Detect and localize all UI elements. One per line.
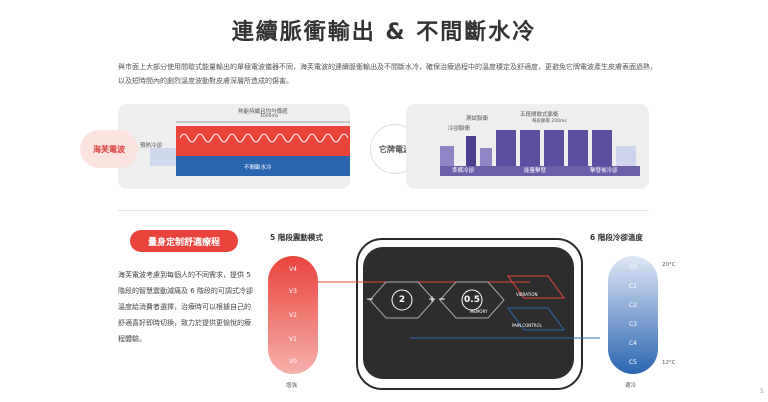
vibration-title: 5 階段震動模式 bbox=[270, 233, 323, 242]
continuous-pulse-graphic bbox=[150, 121, 350, 176]
intermittent-pulse-graphic bbox=[440, 130, 640, 176]
post-cooling-label: 擊發後冷卻 bbox=[590, 168, 618, 174]
vibration-label: VIBRATION bbox=[516, 292, 538, 297]
prep-cooling-label: 準備冷卻 bbox=[452, 168, 475, 174]
page-title: 連續脈衝輸出 & 不間斷水冷 bbox=[231, 20, 537, 45]
cooling-level: C4 bbox=[628, 340, 637, 347]
nonstop-cooling-label: 不間斷水冷 bbox=[244, 165, 272, 171]
per-pulse-label: 每段脈衝 200ms bbox=[532, 119, 567, 124]
test-pulse-label: 測試脈衝 bbox=[466, 116, 489, 122]
device-outline bbox=[356, 238, 583, 390]
hifu-badge: 海芙電波 bbox=[80, 130, 138, 168]
five-stage-label: 五段間歇式脈衝 bbox=[520, 112, 559, 118]
cooling-level: C5 bbox=[628, 359, 637, 366]
vibration-level: V0 bbox=[289, 358, 297, 365]
duration-label: 1000ms bbox=[260, 114, 279, 119]
vibration-level: V2 bbox=[289, 312, 297, 319]
cooling-level-bar: C0 C1 C2 C3 C4 C5 bbox=[608, 256, 658, 374]
plus-button[interactable]: + bbox=[428, 295, 436, 305]
cooling-level: C2 bbox=[628, 302, 637, 309]
precool-label: 預熱冷卻 bbox=[140, 143, 163, 149]
device-screen bbox=[363, 247, 574, 379]
cooling-bottom-label: 適冷 bbox=[625, 383, 637, 389]
vibration-level: V3 bbox=[289, 288, 297, 295]
cooling-level: C3 bbox=[628, 321, 637, 328]
pain-control-label: PAIN CONTROL bbox=[512, 323, 542, 328]
cooling-level: C0 bbox=[628, 264, 637, 271]
cooling-pulse-label: 冷卻脈衝 bbox=[448, 126, 471, 132]
cooling-value: 0.5 bbox=[464, 295, 480, 305]
device-pointer-lines bbox=[318, 281, 600, 339]
memory-label: MEMORY bbox=[470, 309, 488, 314]
minus-button-2[interactable]: − bbox=[438, 295, 446, 305]
page-number: 5 bbox=[760, 388, 764, 395]
device-controls-graphic bbox=[369, 275, 565, 331]
intro-paragraph: 與市面上大部分使用間歇式能量輸出的單極電波儀器不同，海芙電波的連續脈衝輸出及不間… bbox=[118, 63, 657, 85]
section-divider bbox=[118, 210, 649, 211]
vibration-level-bar: V4 V3 V2 V1 V0 bbox=[268, 256, 318, 374]
vibration-level: V4 bbox=[289, 266, 297, 273]
vibration-level: V1 bbox=[289, 336, 297, 343]
minus-button[interactable]: − bbox=[366, 295, 374, 305]
custom-treatment-pill: 量身定制舒適療程 bbox=[130, 230, 238, 252]
min-temp-label: 12°C bbox=[662, 360, 676, 366]
energy-fire-label: 能量擊發 bbox=[524, 168, 547, 174]
vibration-value: 2 bbox=[398, 295, 406, 305]
cooling-level: C1 bbox=[628, 283, 637, 290]
continuous-heat-label: 熱能持續且均勻傳遞 bbox=[238, 109, 288, 115]
description-paragraph: 海芙電波考慮到每個人的不同需求，提供 5 階段的智慧震動減痛及 6 階段的可調式… bbox=[118, 271, 253, 343]
max-temp-label: 20°C bbox=[662, 262, 676, 268]
vibration-bottom-label: 增強 bbox=[286, 383, 298, 389]
cooling-title: 6 階段冷卻溫度 bbox=[590, 233, 643, 242]
